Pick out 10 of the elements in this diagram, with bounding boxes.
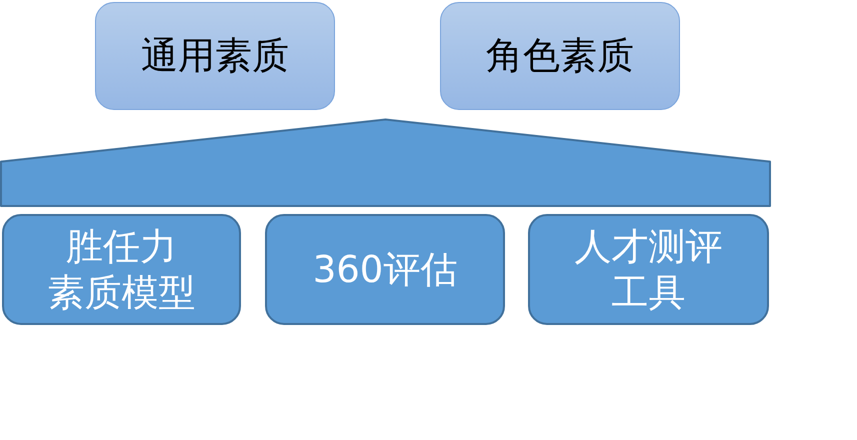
category-box bbox=[95, 2, 335, 110]
category-box bbox=[2, 214, 241, 325]
category-box bbox=[528, 214, 769, 325]
box-label: 人才测评工具 bbox=[574, 224, 724, 316]
box-label: 通用素质 bbox=[141, 33, 289, 79]
category-box bbox=[440, 2, 680, 110]
box-label: 胜任力素质模型 bbox=[46, 224, 196, 316]
box-label: 360评估 bbox=[312, 246, 458, 292]
box-label: 角色素质 bbox=[486, 33, 634, 79]
category-box bbox=[265, 214, 505, 325]
